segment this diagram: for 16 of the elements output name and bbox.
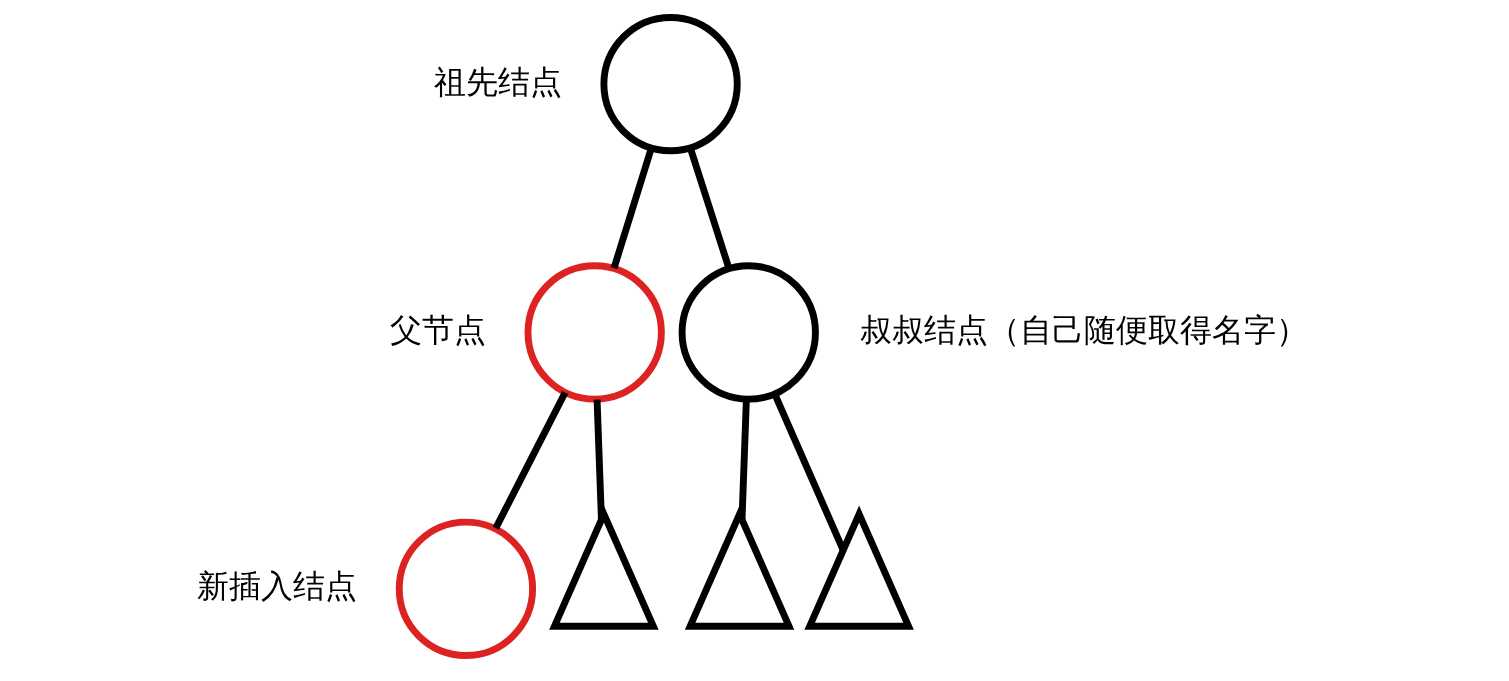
node-label: 祖先结点 [434, 62, 563, 101]
node-label: 父节点 [390, 310, 487, 349]
node-triangle [549, 505, 659, 630]
node-circle [395, 518, 537, 659]
connector [771, 393, 847, 552]
node-label: 新插入结点 [197, 567, 358, 606]
connector [492, 390, 569, 530]
node-circle [678, 262, 819, 403]
node-label: 叔叔结点（自己随便取得名字） [860, 310, 1309, 349]
node-circle [524, 262, 665, 403]
node-circle [600, 14, 741, 155]
connector [610, 147, 655, 270]
connector [593, 399, 605, 520]
connector [738, 399, 750, 520]
node-triangle [684, 505, 795, 630]
node-triangle [804, 505, 914, 630]
